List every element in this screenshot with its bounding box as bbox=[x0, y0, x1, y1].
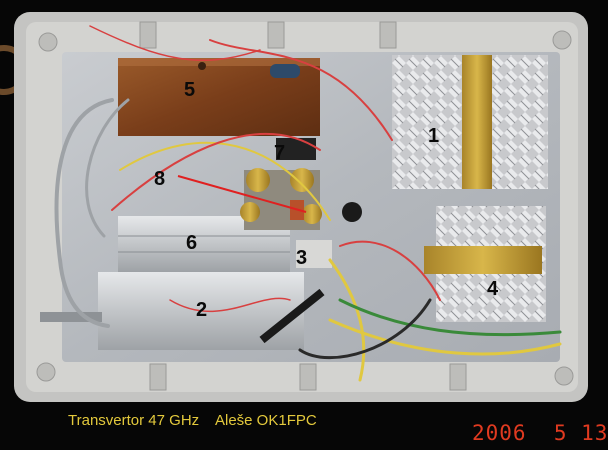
photo-caption: Transvertor 47 GHz Aleše OK1FPC bbox=[68, 412, 317, 429]
cable bbox=[259, 288, 325, 344]
label-2: 2 bbox=[196, 299, 208, 321]
cables bbox=[54, 25, 562, 382]
date-stamp: 2006 5 13 bbox=[472, 421, 608, 445]
label-1: 1 bbox=[428, 125, 440, 147]
label-8: 8 bbox=[154, 168, 166, 190]
brass-flange-4 bbox=[424, 246, 542, 274]
label-6: 6 bbox=[186, 232, 198, 254]
component bbox=[270, 64, 300, 78]
brass-flange-1 bbox=[462, 55, 492, 189]
connector bbox=[40, 312, 102, 322]
label-4: 4 bbox=[487, 278, 499, 300]
pointer-line bbox=[177, 175, 307, 213]
label-5: 5 bbox=[184, 79, 196, 101]
dark-component bbox=[276, 138, 316, 160]
module-3 bbox=[296, 240, 332, 268]
label-7: 7 bbox=[274, 142, 286, 164]
screw-bosses bbox=[36, 21, 574, 391]
label-3: 3 bbox=[296, 247, 308, 269]
